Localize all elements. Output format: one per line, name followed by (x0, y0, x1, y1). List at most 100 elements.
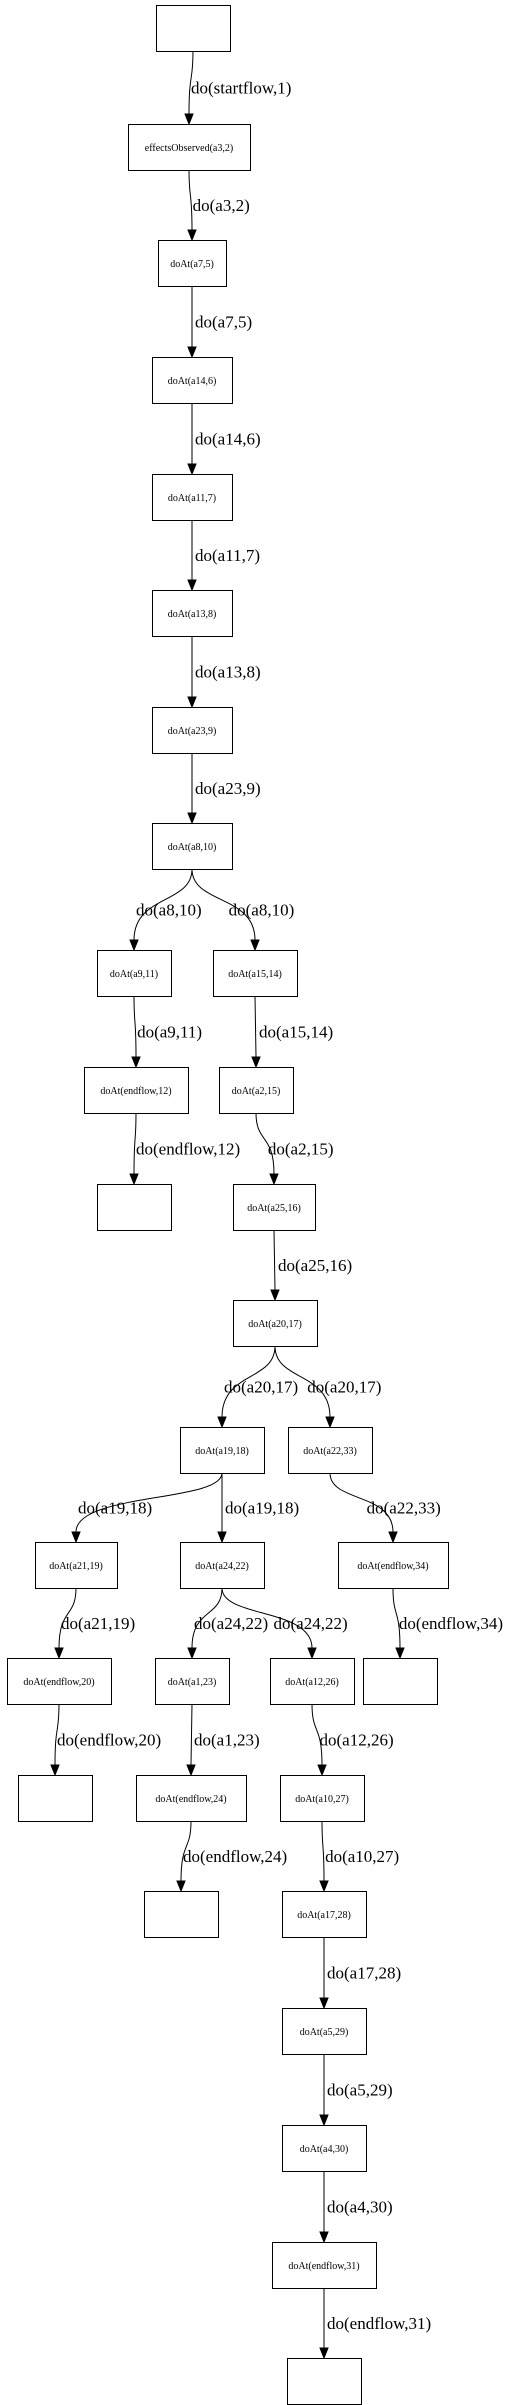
node-label: doAt(a2,15) (232, 1086, 281, 1097)
edge-label: do(endflow,34) (399, 1614, 503, 1633)
node-label: doAt(a5,29) (300, 2027, 349, 2038)
arrowhead-icon (217, 1416, 227, 1429)
node-box (233, 1184, 316, 1231)
edge-label: do(a19,18) (225, 1499, 299, 1518)
node-box (152, 590, 233, 637)
node-n27 (144, 1891, 219, 1938)
edge-n29-n30: do(a5,29) (319, 2054, 393, 2127)
node-n31: doAt(endflow,31) (272, 2242, 377, 2289)
edge-line (188, 50, 194, 115)
node-n16: doAt(a22,33) (288, 1427, 373, 1474)
node-box (152, 707, 233, 754)
node-label: doAt(endflow,34) (357, 1561, 428, 1572)
edge-label: do(endflow,24) (183, 1847, 287, 1866)
node-n19: doAt(endflow,34) (338, 1542, 449, 1589)
arrowhead-icon (131, 1056, 141, 1069)
node-n21: doAt(a1,23) (155, 1658, 230, 1705)
edge-n19-n23: do(endflow,34) (392, 1587, 503, 1660)
node-label: doAt(a11,7) (168, 493, 216, 504)
edge-n7-n9: do(a8,10) (191, 868, 295, 952)
edge-line (54, 1703, 60, 1766)
edge-label: do(a12,26) (320, 1731, 394, 1750)
edge-n5-n6: do(a13,8) (187, 636, 261, 709)
node-label: doAt(a8,10) (168, 842, 217, 853)
edge-label: do(endflow,31) (327, 2314, 431, 2333)
edge-n16-n19: do(a22,33) (329, 1472, 441, 1544)
edge-n0-n1: do(startflow,1) (184, 50, 291, 126)
edge-label: do(a17,28) (327, 1964, 401, 1983)
node-box (272, 2242, 377, 2289)
edge-n2-n3: do(a7,5) (187, 286, 252, 359)
arrowhead-icon (317, 1764, 327, 1777)
edge-n13-n14: do(a25,16) (270, 1229, 352, 1302)
arrowhead-icon (319, 2114, 329, 2127)
node-n11: doAt(a2,15) (219, 1067, 294, 1114)
arrowhead-icon (270, 1289, 280, 1302)
edge-label: do(a11,7) (195, 546, 260, 565)
edge-n30-n31: do(a4,30) (319, 2171, 393, 2244)
edge-line (221, 1345, 276, 1418)
node-label: doAt(endflow,20) (23, 1677, 94, 1688)
edge-label: do(a9,11) (137, 1023, 202, 1042)
node-n2: doAt(a7,5) (158, 240, 227, 287)
node-n8: doAt(a9,11) (97, 950, 172, 997)
node-n1: effectsObserved(a3,2) (128, 124, 251, 171)
arrowhead-icon (129, 939, 139, 952)
edge-line (274, 1345, 331, 1418)
edge-label: do(a1,23) (194, 1731, 260, 1750)
node-label: doAt(a10,27) (295, 1794, 349, 1805)
node-n9: doAt(a15,14) (213, 950, 298, 997)
node-box (363, 1658, 438, 1705)
arrowhead-icon (187, 579, 197, 592)
node-label: doAt(a9,11) (110, 969, 158, 980)
node-n4: doAt(a11,7) (152, 474, 233, 521)
edge-n7-n8: do(a8,10) (129, 868, 202, 952)
arrowhead-icon (388, 1531, 398, 1544)
node-box (7, 1658, 112, 1705)
node-box (180, 1427, 265, 1474)
arrowhead-icon (71, 1531, 81, 1544)
edge-line (221, 1587, 313, 1649)
edge-label: do(startflow,1) (191, 79, 291, 98)
node-box (84, 1067, 189, 1114)
edge-label: do(a15,14) (259, 1023, 333, 1042)
node-box (152, 474, 233, 521)
node-box (97, 950, 172, 997)
edge-line (188, 169, 193, 231)
edge-n31-n32: do(endflow,31) (319, 2288, 431, 2360)
edge-n26-n28: do(a10,27) (319, 1820, 399, 1893)
arrowhead-icon (187, 346, 197, 359)
edge-label: do(a10,27) (325, 1847, 399, 1866)
edge-line (75, 1472, 223, 1533)
edge-n4-n5: do(a11,7) (187, 520, 260, 592)
node-n22: doAt(a12,26) (270, 1658, 355, 1705)
edge-label: do(a8,10) (229, 901, 295, 920)
node-box (213, 950, 298, 997)
node-label: doAt(endflow,24) (155, 1794, 226, 1805)
edge-label: do(endflow,12) (136, 1140, 240, 1159)
node-box (156, 5, 231, 52)
arrowhead-icon (251, 1056, 261, 1069)
node-box (158, 240, 227, 287)
edge-label: do(a13,8) (195, 663, 261, 682)
arrowhead-icon (187, 696, 197, 709)
edge-n28-n29: do(a17,28) (319, 1937, 401, 2010)
node-n13: doAt(a25,16) (233, 1184, 316, 1231)
edge-label: do(a22,33) (367, 1499, 441, 1518)
arrowhead-icon (319, 2347, 329, 2360)
edge-n14-n15: do(a20,17) (217, 1345, 298, 1429)
node-label: doAt(endflow,12) (100, 1086, 171, 1097)
node-n10: doAt(endflow,12) (84, 1067, 189, 1114)
node-box (282, 2008, 367, 2055)
node-box (338, 1542, 449, 1589)
arrowhead-icon (319, 1997, 329, 2010)
node-box (155, 1658, 230, 1705)
edge-label: do(a21,19) (61, 1614, 135, 1633)
node-box (282, 2125, 367, 2172)
node-label: doAt(a24,22) (195, 1561, 249, 1572)
edge-n22-n26: do(a12,26) (311, 1703, 394, 1777)
edge-line (133, 995, 137, 1058)
node-box (219, 1067, 294, 1114)
edge-label: do(a19,18) (78, 1499, 152, 1518)
